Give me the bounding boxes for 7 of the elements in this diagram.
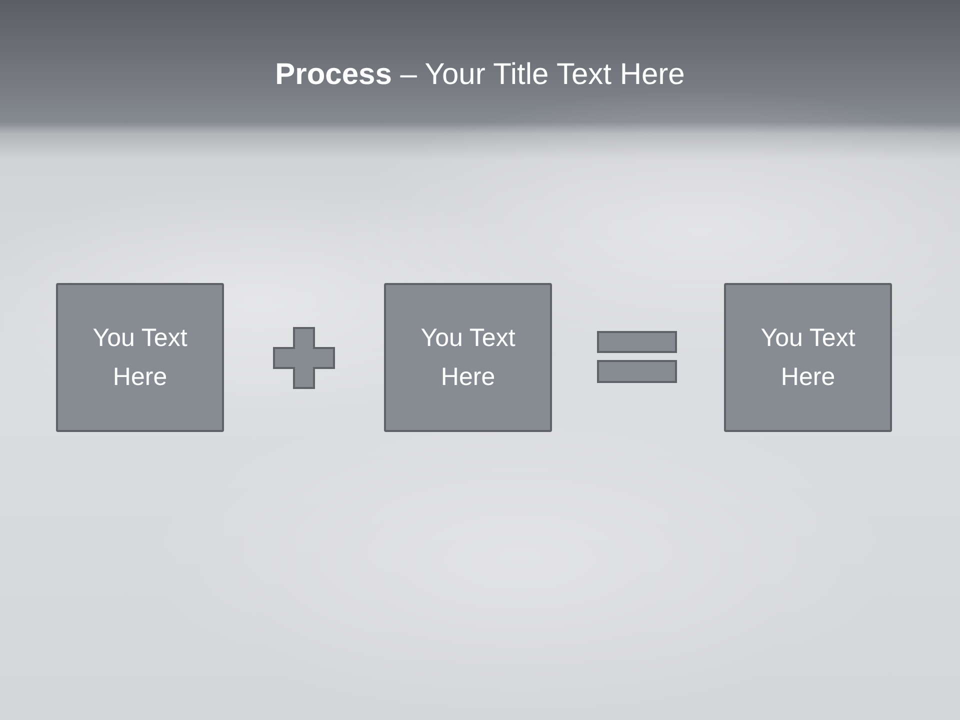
slide-title: Process – Your Title Text Here [275, 57, 685, 93]
process-box [56, 283, 224, 432]
process-box [384, 283, 552, 432]
box-label: You Text Here [420, 322, 516, 392]
process-box [724, 283, 892, 432]
box-label: You Text Here [92, 322, 188, 392]
box-label: You Text Here [760, 322, 856, 392]
